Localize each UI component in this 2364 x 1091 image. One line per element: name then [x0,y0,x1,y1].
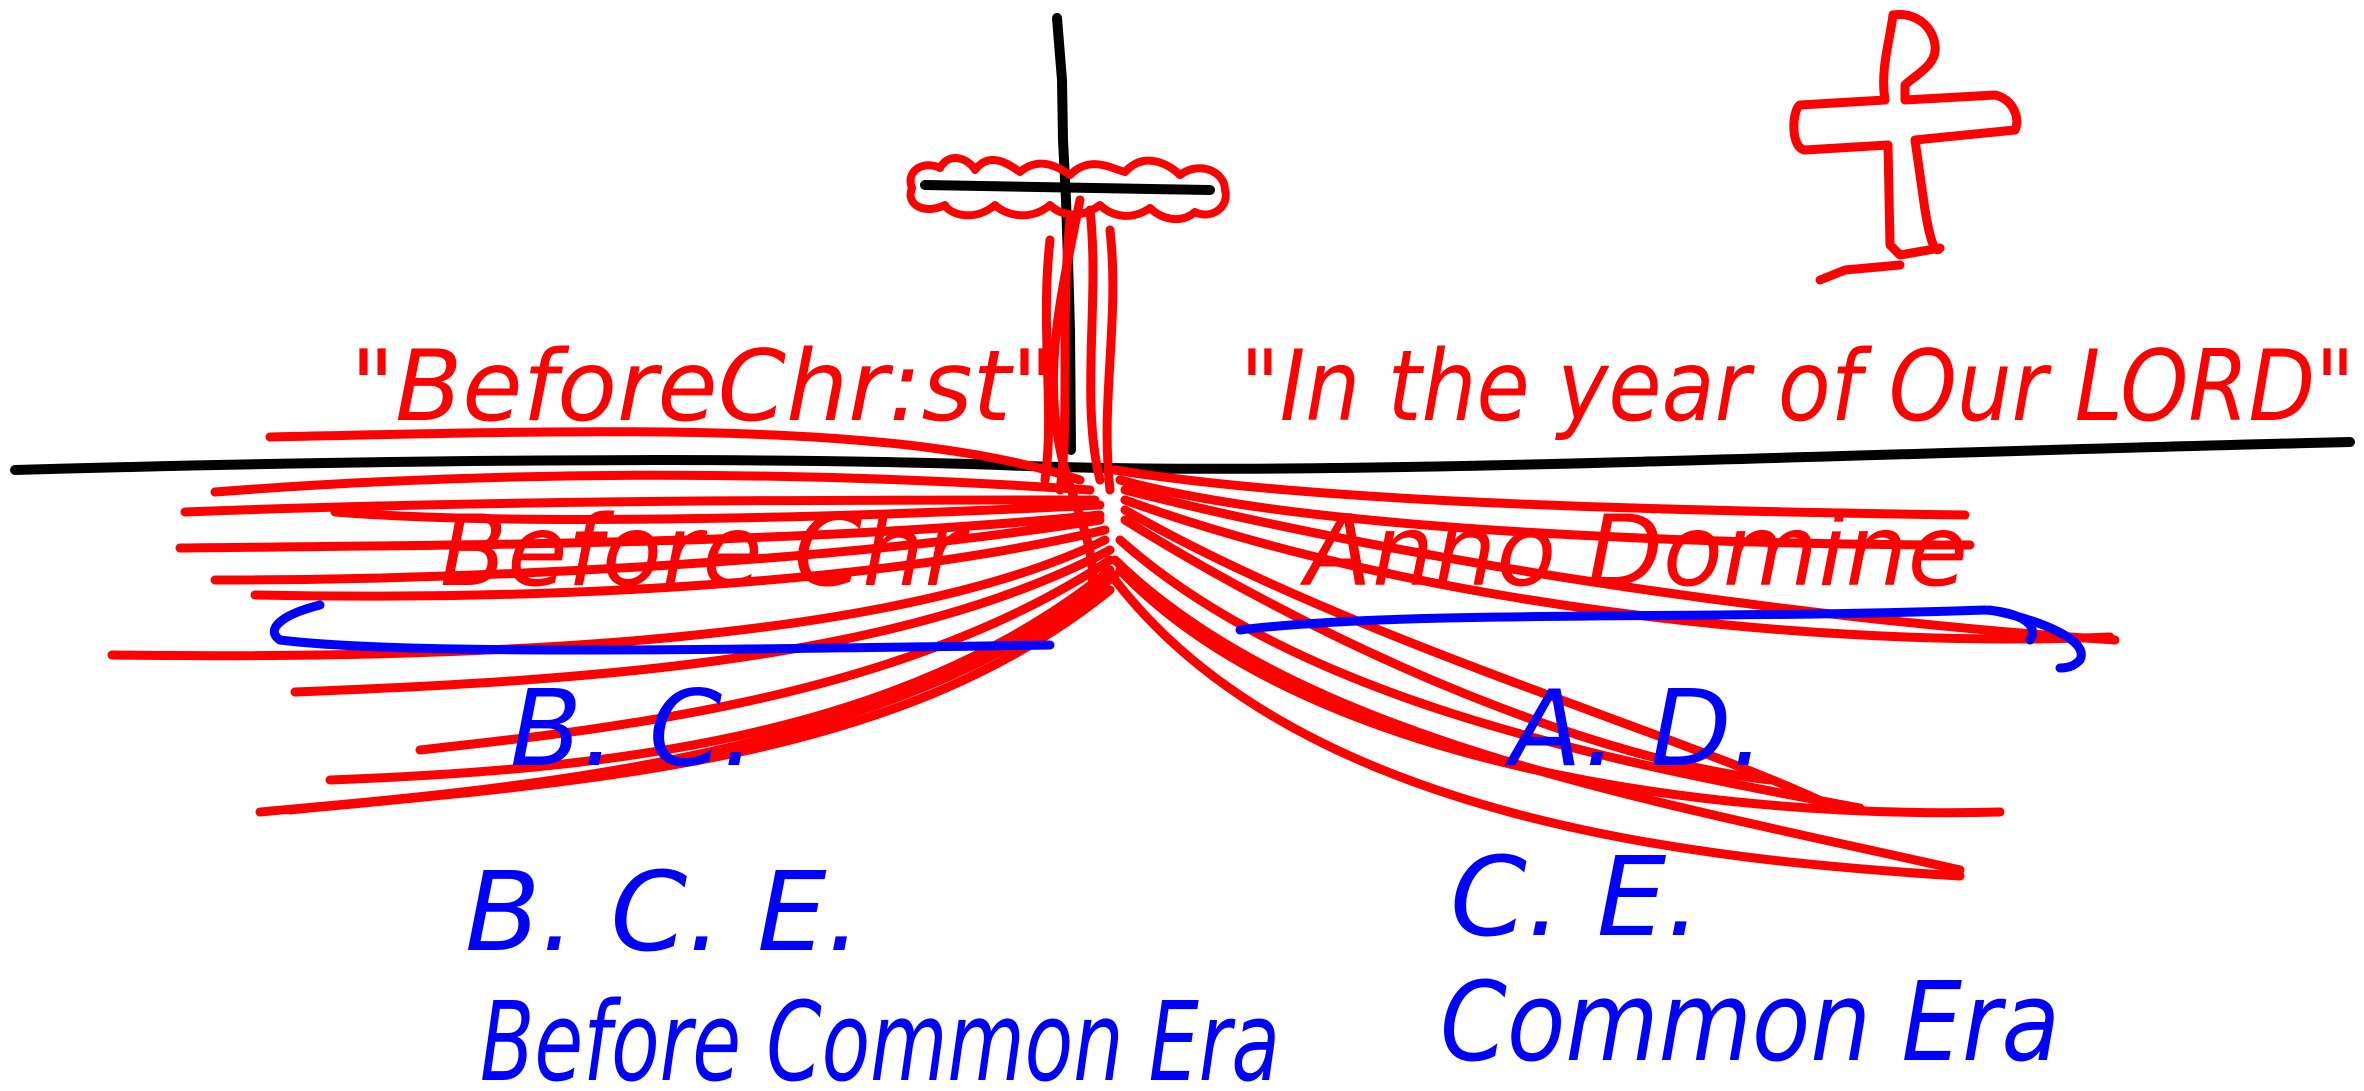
before-christ-quote-text: "BeforeChr:st" [350,330,1056,444]
cross-bar-line [920,180,1215,195]
vertical-axis-line [1052,13,1076,455]
before-common-era-text: Before Common Era [480,978,1280,1091]
anno-domini-text: Anno Domine [1299,495,1968,609]
crown-of-thorns-icon [906,154,1230,224]
timeline-horizontal-line [10,437,2355,475]
bc-abbreviation-text: B. C. [510,668,755,790]
common-era-text: Common Era [1440,958,2060,1086]
cross-icon [1789,10,2022,285]
ad-bracket-arrow [1985,605,2086,673]
year-of-our-lord-quote-text: "In the year of Our LORD" [1240,330,2355,444]
ce-abbreviation-text: C. E. [1450,833,1701,961]
red-cross-out-strokes [107,195,2120,881]
bc-bracket-stroke [269,600,1055,655]
bce-abbreviation-text: B. C. E. [465,848,862,976]
ad-abbreviation-text: A. D. [1504,668,1765,790]
before-christ-crossed-text: Before Chr [440,495,970,609]
